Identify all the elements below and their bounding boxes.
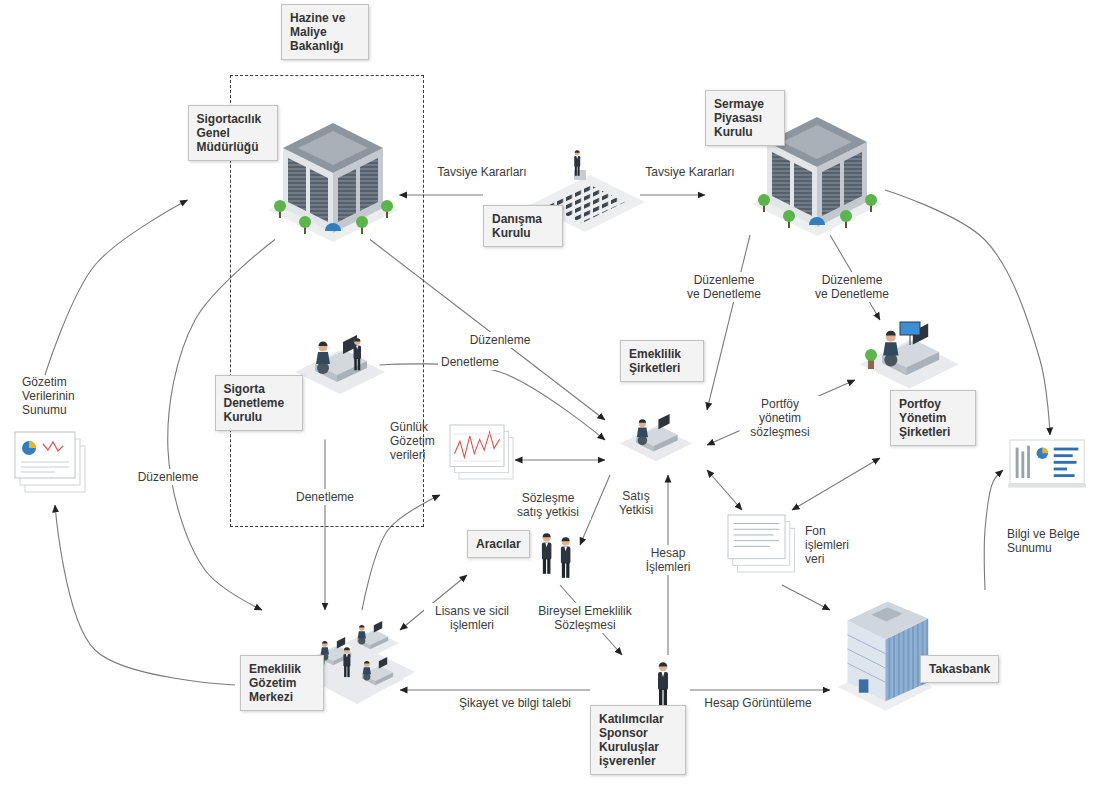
connector bbox=[45, 200, 188, 375]
connector bbox=[782, 585, 830, 610]
edge-label: Denetleme bbox=[438, 354, 502, 370]
connector bbox=[362, 495, 440, 610]
institution-box: Emeklilik Gözetim Merkezi bbox=[235, 610, 400, 725]
edge-label: Şikayet ve bilgi talebi bbox=[456, 695, 574, 711]
icon-caption: Fon işlemleri veri bbox=[805, 524, 860, 566]
edge-label: Sözleşme satış yetkisi bbox=[505, 490, 591, 520]
edge-label: Bireysel Emeklilik Sözleşmesi bbox=[525, 603, 646, 633]
node-label: Sigorta Denetleme Kurulu bbox=[215, 375, 303, 431]
connector bbox=[984, 470, 1003, 590]
icon-caption: Bilgi ve Belge Sunumu bbox=[1007, 527, 1087, 555]
node-label: Sermaye Piyasası Kurulu bbox=[705, 90, 785, 146]
edge-label: Tavsiye Kararları bbox=[434, 164, 529, 180]
institution-box: Portfoy Yönetim Şirketleri bbox=[855, 320, 979, 458]
institution-box: Aracılar bbox=[467, 525, 580, 585]
node-label: Hazine ve Maliye Bakanlığı bbox=[281, 4, 369, 60]
info-document bbox=[1008, 440, 1086, 488]
connector bbox=[792, 458, 880, 510]
document-icon: Gözetim Verilerinin Sunumu bbox=[10, 375, 95, 505]
connector bbox=[707, 380, 855, 445]
edge-label: Hesap İşlemleri bbox=[635, 545, 701, 575]
office-desk bbox=[620, 414, 692, 461]
edge-label: Düzenleme bbox=[135, 469, 202, 485]
edge-label: Düzenleme ve Denetleme bbox=[684, 272, 765, 302]
bank-building bbox=[838, 602, 933, 711]
node-label: Emeklilik Şirketleri bbox=[620, 340, 704, 382]
edge-label: Düzenleme bbox=[467, 332, 534, 348]
edge-label: Portföy yönetim sözleşmesi bbox=[740, 396, 821, 440]
connector bbox=[400, 194, 484, 195]
institution-box: Katılımcılar Sponsor Kuruluşlar işverenl… bbox=[590, 655, 690, 805]
edge-label: Düzenleme ve Denetleme bbox=[812, 272, 893, 302]
institution-box: Emeklilik Şirketleri bbox=[605, 340, 707, 475]
daily-data-document bbox=[450, 425, 513, 479]
node-label: Katılımcılar Sponsor Kuruluşlar işverenl… bbox=[590, 705, 686, 775]
connector bbox=[55, 505, 235, 685]
connector bbox=[400, 689, 590, 690]
fund-data-document bbox=[728, 515, 795, 572]
intermediaries-people bbox=[542, 533, 571, 578]
connector bbox=[370, 240, 605, 421]
edge-label: Lisans ve sicil işlemleri bbox=[424, 603, 520, 633]
building-illustration bbox=[268, 123, 398, 242]
node-label: Portfoy Yönetim Şirketleri bbox=[890, 390, 976, 446]
participant-person bbox=[658, 662, 668, 705]
audit-office bbox=[295, 335, 385, 394]
institution-box: Takasbank bbox=[830, 590, 1002, 715]
node-label: Sigortacılık Genel Müdürlüğü bbox=[188, 105, 278, 161]
institution-box: Sermaye Piyasası Kurulu bbox=[705, 90, 885, 235]
institution-box: Sigorta Denetleme Kurulu bbox=[215, 330, 380, 440]
node-label: Danışma Kurulu bbox=[483, 205, 563, 247]
connector bbox=[640, 194, 705, 195]
portfolio-office bbox=[860, 322, 959, 388]
connector bbox=[515, 459, 605, 460]
connector bbox=[707, 235, 750, 410]
institution-box: Sigortacılık Genel Müdürlüğü bbox=[188, 105, 400, 240]
connector bbox=[324, 440, 325, 611]
edge-label: Denetleme bbox=[293, 489, 357, 505]
edge-label: Hesap Görüntüleme bbox=[701, 695, 814, 711]
icon-caption: Günlük Gözetim verileri bbox=[390, 420, 445, 462]
connector bbox=[690, 689, 830, 690]
document-icon: Bilgi ve Belge Sunumu bbox=[1003, 435, 1091, 560]
connector bbox=[707, 470, 742, 510]
edge-label: Tavsiye Kararları bbox=[642, 164, 737, 180]
node-label: Takasbank bbox=[920, 655, 999, 683]
node-label: Emeklilik Gözetim Merkezi bbox=[240, 655, 324, 711]
document-icon: Fon işlemleri veri bbox=[725, 510, 863, 585]
node-label: Aracılar bbox=[467, 530, 530, 558]
report-document bbox=[15, 432, 85, 492]
document-icon: Günlük Gözetim verileri bbox=[390, 420, 515, 495]
free-label: Satış Yetkisi bbox=[608, 488, 664, 518]
icon-caption: Gözetim Verilerinin Sunumu bbox=[22, 375, 92, 417]
